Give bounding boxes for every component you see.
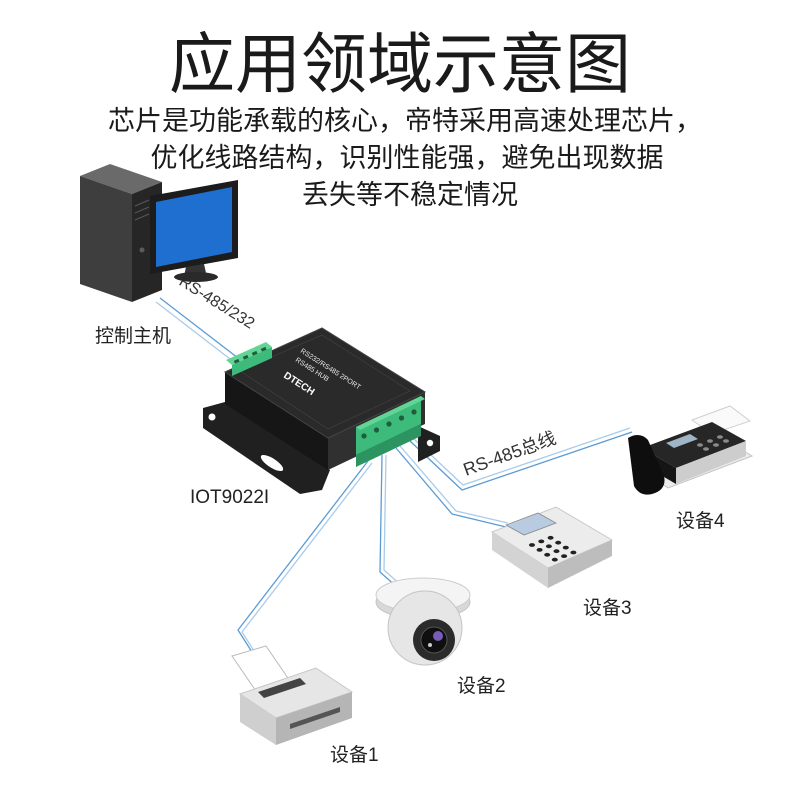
power-button-icon [139,247,145,253]
terminal-screw [242,354,249,360]
keypad-key [536,548,543,552]
fax-display [666,434,698,448]
fax-key [713,443,719,447]
hub-terminal-block-input [226,342,272,376]
bus-label: RS-485总线 [461,428,559,480]
dome-camera-icon [375,577,471,666]
description-line-1: 芯片是功能承载的核心，帝特采用高速处理芯片， [108,106,702,137]
terminal-screw [251,350,258,356]
keypad-key [544,552,551,557]
card-terminal-icon [490,506,614,588]
hub-model-label: IOT9022I [190,487,269,508]
device-4-bus-link [409,431,633,491]
terminal-front-face [492,532,548,588]
keypad-key [561,554,568,558]
printer-front [240,694,276,745]
keypad-key [529,543,535,547]
flange-hole [208,413,216,421]
keypad-key [553,549,560,554]
fax-machine-icon [628,405,754,495]
hub-terminal-block-output [356,396,425,467]
host-cable [159,297,239,359]
device-4-label: 设备4 [676,510,725,532]
device-2-link [379,454,399,589]
fax-handset [628,434,665,495]
printer-paper-slot [258,678,306,698]
flange-hole [426,439,434,447]
device-3-link [395,447,507,528]
device-3-label: 设备3 [583,597,632,619]
flange-slot [260,454,284,472]
drive-bay [134,206,150,214]
keypad-key [551,557,558,562]
tower-side [80,176,132,302]
fax-key [703,447,709,451]
terminal-body [232,347,272,376]
terminal-screw [398,415,405,421]
monitor-base [174,272,218,282]
terminal-screw [411,409,417,415]
fax-key [697,443,703,447]
rs485-hub-icon: RS232/RS485 2PORT RS485 HUB DTECH [203,327,440,494]
keypad-key [547,535,554,540]
description-line-3: 丢失等不稳定情况 [302,180,518,211]
terminal-lip [356,396,425,430]
host-label: 控制主机 [95,325,171,347]
fax-body-side [676,441,746,484]
page-title: 应用领域示意图 [169,26,631,103]
terminal-wire-entry [356,424,421,467]
camera-lens-glint [433,631,443,641]
hub-front-face [225,372,328,470]
fax-key [717,435,723,439]
keypad-key [562,545,569,550]
terminal-screw [373,427,380,433]
hub-label-panel [239,334,411,430]
device-1-label: 设备1 [330,744,379,766]
drive-bay [134,199,150,207]
host-cable [155,301,235,363]
printer-output-slot [290,707,340,729]
monitor-screen [156,187,232,267]
hub-mounting-flange-left [203,402,330,494]
device-3-link [399,445,509,524]
drive-bay [134,213,150,221]
fax-key [723,439,729,443]
device-2-link [383,454,403,587]
header: 应用领域示意图 芯片是功能承载的核心，帝特采用高速处理芯片， 优化线路结构，识别… [108,26,702,211]
connection-lines [155,297,633,655]
tower-drive-bays [134,199,150,221]
terminal-screw [233,358,240,364]
printer-icon [231,645,354,745]
terminal-screw [361,433,367,439]
keypad-key [545,544,552,549]
keypad-key [538,539,545,544]
host-link-label: RS-485/232 [176,273,258,333]
device-2-label: 设备2 [457,675,506,697]
keypad-key [555,540,562,545]
camera-lens-highlight [428,643,432,647]
terminal-screw [260,346,267,352]
terminal-screw [386,421,392,427]
tower-top [80,164,162,194]
device-1-link [237,460,369,653]
camera-lens [420,626,448,654]
terminal-keypad [529,535,577,562]
terminal-screen [505,512,557,536]
device-1-link [241,462,373,655]
description-line-2: 优化线路结构，识别性能强，避免出现数据 [151,143,664,174]
keypad-key [570,550,577,555]
fax-key [707,439,713,443]
terminal-side-face [548,540,612,588]
desktop-computer-icon [80,164,238,302]
fax-body-top [642,422,746,468]
